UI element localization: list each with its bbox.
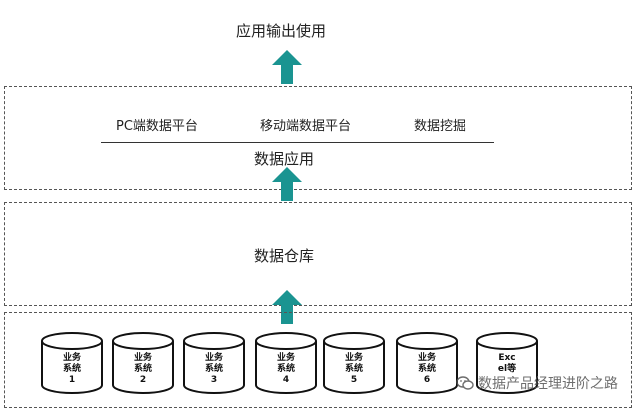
cylinder-label-line: 业务 xyxy=(62,353,81,363)
database-icon xyxy=(41,332,103,394)
cylinder-label-line: 系统 xyxy=(276,364,295,374)
watermark-text: 数据产品经理进阶之路 xyxy=(478,376,618,392)
database-cylinder-5: 业务 系统 5 xyxy=(322,331,386,395)
database-cylinder-2: 业务 系统 2 xyxy=(111,331,175,395)
database-icon xyxy=(476,332,538,394)
app-item-mobile-platform: 移动端数据平台 xyxy=(260,119,352,134)
output-label: 应用输出使用 xyxy=(236,22,327,40)
app-item-data-mining: 数据挖掘 xyxy=(414,119,467,134)
watermark: 数据产品经理进阶之路 xyxy=(456,373,618,393)
data-application-title: 数据应用 xyxy=(254,150,315,168)
database-icon xyxy=(255,332,317,394)
cylinder-label-line: 业务 xyxy=(344,353,363,363)
cylinder-label-line: 3 xyxy=(210,375,218,385)
cylinder-label-line: 2 xyxy=(139,375,147,385)
cylinder-label-line: Exc xyxy=(498,353,516,363)
database-cylinder-1: 业务 系统 1 xyxy=(40,331,104,395)
cylinder-label-line: 系统 xyxy=(62,364,81,374)
cylinder-label-line: 业务 xyxy=(204,353,223,363)
database-cylinder-6: 业务 系统 6 xyxy=(395,331,459,395)
data-application-layer xyxy=(4,86,632,190)
database-icon xyxy=(112,332,174,394)
database-icon xyxy=(396,332,458,394)
cylinder-label-line: 系统 xyxy=(344,364,363,374)
cylinder-label-line: 业务 xyxy=(133,353,152,363)
cylinder-label-line: 业务 xyxy=(276,353,295,363)
arrow-up-icon xyxy=(272,167,302,201)
database-cylinder-3: 业务 系统 3 xyxy=(182,331,246,395)
cylinder-label-line: 6 xyxy=(423,375,431,385)
cylinder-label-line: el等 xyxy=(497,364,517,374)
divider-line xyxy=(101,142,494,143)
cylinder-label-line: 系统 xyxy=(204,364,223,374)
source-systems-layer xyxy=(4,312,632,408)
cylinder-label-line: 1 xyxy=(68,375,76,385)
cylinder-label-line: 系统 xyxy=(133,364,152,374)
cylinder-label-line: 4 xyxy=(282,375,290,385)
database-cylinder-excel: Exc el等 xyxy=(475,331,539,395)
cylinder-label-line: 系统 xyxy=(417,364,436,374)
database-icon xyxy=(323,332,385,394)
arrow-up-icon xyxy=(272,290,302,324)
cylinder-label-line: 业务 xyxy=(417,353,436,363)
app-item-pc-platform: PC端数据平台 xyxy=(116,119,198,134)
database-cylinder-4: 业务 系统 4 xyxy=(254,331,318,395)
data-warehouse-title: 数据仓库 xyxy=(254,247,315,265)
cylinder-label-line: 5 xyxy=(350,375,358,385)
arrow-up-icon xyxy=(272,50,302,84)
data-warehouse-layer xyxy=(4,202,632,306)
database-icon xyxy=(183,332,245,394)
wechat-icon xyxy=(456,376,474,390)
